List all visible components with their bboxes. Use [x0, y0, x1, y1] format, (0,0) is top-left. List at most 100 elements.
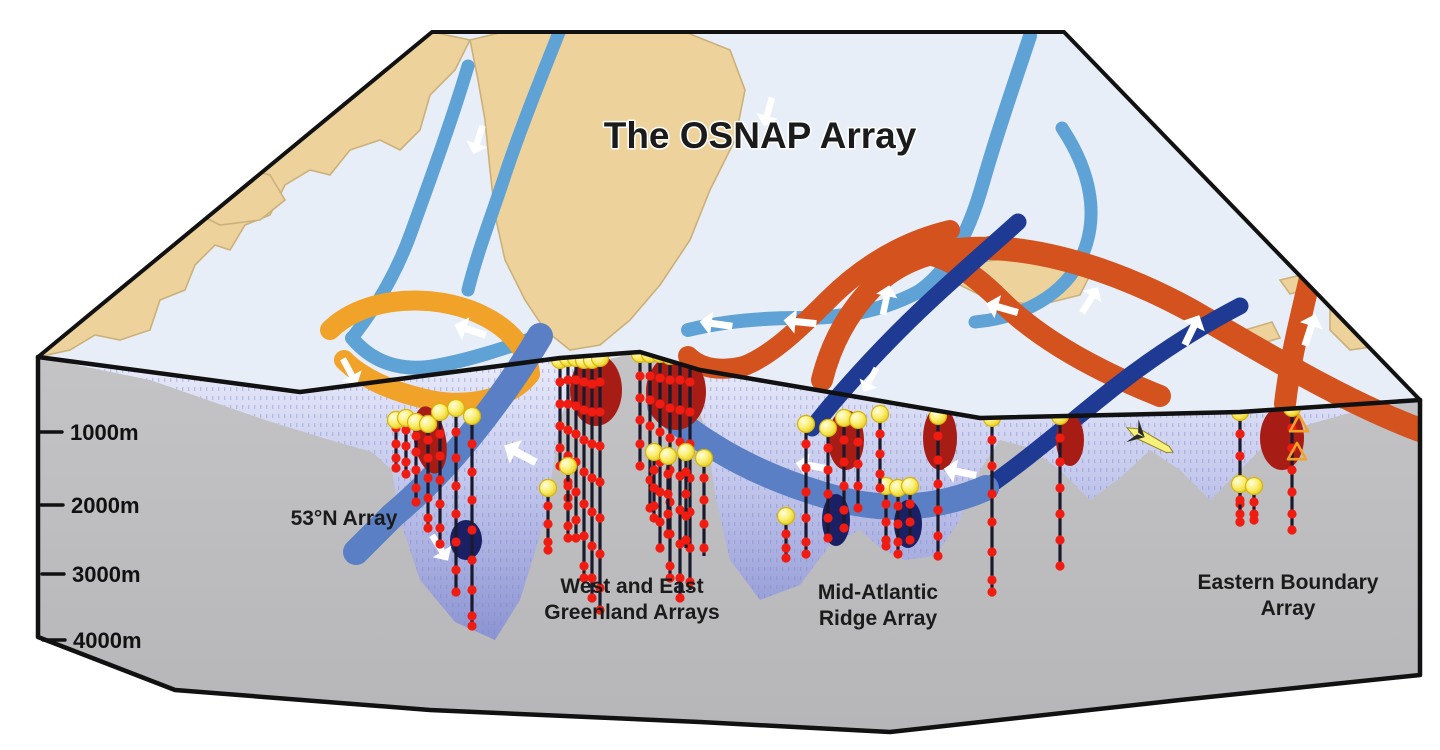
instrument-sensor	[555, 421, 565, 431]
instrument-sensor	[675, 405, 685, 415]
argo-float-markers	[1286, 413, 1310, 461]
instrument-sensor	[543, 537, 553, 547]
instrument-sensor	[665, 561, 675, 571]
mooring-eb-3[interactable]	[1244, 476, 1264, 525]
instrument-sensor	[645, 475, 655, 485]
instrument-sensor	[579, 561, 589, 571]
instrument-sensor	[1055, 483, 1065, 493]
current-warm-greenland-east	[678, 346, 754, 379]
instrument-sensor	[839, 481, 849, 491]
instrument-sensor	[1235, 451, 1245, 461]
instrument-sensor	[681, 489, 691, 499]
depth-tick-label: 3000m	[72, 562, 141, 587]
instrument-sensor	[451, 537, 461, 547]
mooring-53n-5[interactable]	[430, 402, 450, 549]
mooring-wg-outer-2[interactable]	[558, 456, 578, 543]
instrument-sensor	[635, 439, 645, 449]
instrument-sensor	[853, 459, 863, 469]
instrument-sensor	[587, 473, 597, 483]
instrument-sensor	[555, 377, 565, 387]
mooring-mar-8[interactable]	[900, 476, 920, 545]
instrument-sensor	[801, 487, 811, 497]
instrument-sensor	[571, 487, 581, 497]
instrument-sensor	[423, 513, 433, 523]
instrument-sensor	[587, 593, 597, 603]
buoy-float	[1244, 476, 1264, 496]
instrument-sensor	[987, 575, 997, 585]
depth-tick-label: 2000m	[71, 493, 140, 518]
instrument-sensor	[987, 461, 997, 471]
arrow-greenland-down	[466, 124, 488, 155]
arrow-egc-west-2	[783, 309, 817, 334]
instrument-sensor	[663, 509, 673, 519]
instrument-sensor	[595, 549, 605, 559]
instrument-sensor	[1287, 509, 1297, 519]
mooring-mar-9[interactable]	[870, 404, 890, 493]
arrow-wgc-warm	[454, 317, 487, 341]
instrument-sensor	[635, 393, 645, 403]
instrument-sensor	[987, 489, 997, 499]
mooring-mar-5[interactable]	[848, 410, 868, 513]
arrow-overflow-down	[859, 366, 879, 392]
glider-icon	[1122, 417, 1174, 453]
mooring-eg-shelf-1[interactable]	[644, 442, 664, 523]
mooring-53n-4[interactable]	[418, 414, 438, 533]
arrow-nac-up-right	[1299, 314, 1323, 347]
sea-surface-line	[35, 349, 1423, 421]
mooring-53n-3[interactable]	[406, 412, 426, 507]
instrument-sensor	[1235, 517, 1245, 527]
instrument-sensor	[675, 505, 685, 515]
instrument-sensor	[467, 621, 477, 631]
mooring-mar-4[interactable]	[834, 408, 854, 533]
buoy-float	[676, 442, 696, 462]
instrument-sensor	[649, 501, 659, 511]
instrument-sensor	[875, 429, 885, 439]
mooring-eg-shelf-2[interactable]	[658, 446, 678, 539]
instrument-sensor	[823, 489, 833, 499]
mooring-wg-outer-1[interactable]	[538, 478, 558, 555]
instrument-sensor	[423, 435, 433, 445]
instrument-sensor	[451, 565, 461, 575]
instrument-sensor	[467, 467, 477, 477]
instrument-sensor	[663, 529, 673, 539]
instrument-sensor	[1249, 497, 1259, 507]
instrument-sensor	[391, 463, 401, 473]
current-dwbc-53n	[343, 503, 405, 565]
instrument-sensor	[555, 443, 565, 453]
instrument-sensor	[781, 529, 791, 539]
mooring-53n-6[interactable]	[446, 398, 466, 597]
mooring-mar-1[interactable]	[776, 506, 796, 563]
mooring-53n-7[interactable]	[462, 406, 482, 631]
instrument-sensor	[1055, 509, 1065, 519]
current-baffin-branch	[461, 32, 567, 297]
instrument-sensor	[881, 499, 891, 509]
instrument-sensor	[987, 587, 997, 597]
mooring-eg-shelf-4[interactable]	[694, 448, 714, 557]
instrument-sensor	[467, 525, 477, 535]
instrument-sensor	[411, 483, 421, 493]
instrument-sensor	[411, 465, 421, 475]
map-plane-outline	[36, 30, 1422, 402]
buoy-float	[538, 478, 558, 498]
instrument-sensor	[893, 519, 903, 529]
mooring-mar-2[interactable]	[796, 414, 816, 559]
instrument-sensor	[649, 465, 659, 475]
instrument-sensor	[905, 517, 915, 527]
mooring-array	[386, 352, 1302, 631]
instrument-sensor	[423, 473, 433, 483]
instrument-sensor	[987, 517, 997, 527]
instrument-sensor	[839, 523, 849, 533]
instrument-sensor	[649, 513, 659, 523]
instrument-sensor	[781, 543, 791, 553]
buoy-float	[870, 404, 890, 424]
arrow-nac-up-left	[1079, 287, 1102, 315]
mooring-eg-shelf-3[interactable]	[676, 442, 696, 549]
mooring-mar-3[interactable]	[818, 418, 838, 543]
instrument-sensor	[579, 531, 589, 541]
instrument-sensor	[587, 507, 597, 517]
